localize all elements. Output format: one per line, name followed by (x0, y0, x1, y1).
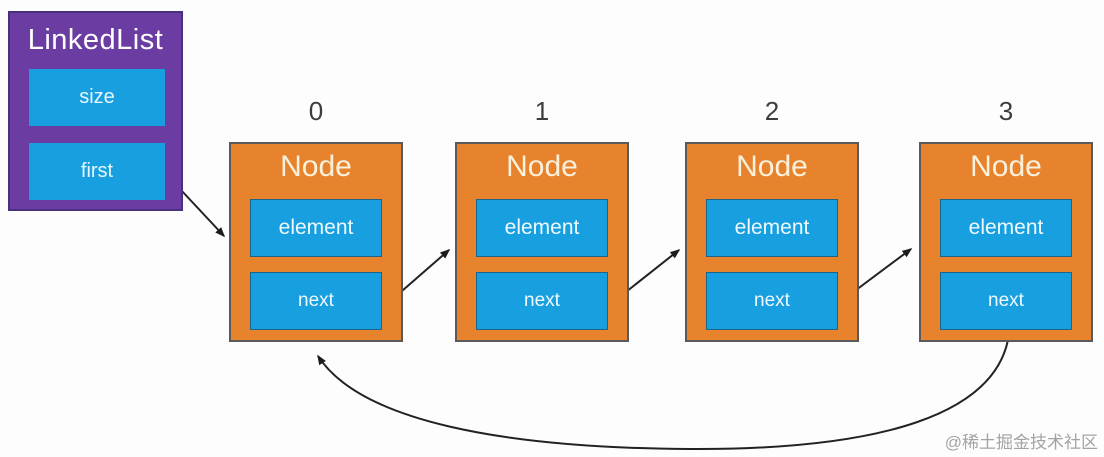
node-0-field-element: element (250, 199, 382, 257)
linkedlist-field-first: first (29, 143, 165, 200)
node-3-index: 3 (998, 96, 1014, 126)
node-1-title: Node (506, 150, 578, 183)
node-1-field-element: element (476, 199, 608, 257)
node-0-field-next: next (250, 272, 382, 330)
node-0-box: Node element next (229, 142, 403, 342)
node-0-title: Node (280, 150, 352, 183)
node-0-index: 0 (308, 96, 324, 126)
node-3-box: Node element next (919, 142, 1093, 342)
node-2-field-next: next (706, 272, 838, 330)
linkedlist-title: LinkedList (27, 24, 164, 56)
node-1-index: 1 (534, 96, 550, 126)
node-1-field-next: next (476, 272, 608, 330)
linkedlist-box: LinkedList size first (8, 11, 183, 211)
node-1-box: Node element next (455, 142, 629, 342)
arrow-node3-next-to-node0 (317, 333, 1010, 451)
node-3-title: Node (970, 150, 1042, 183)
linkedlist-field-size: size (29, 69, 165, 126)
node-2-title: Node (736, 150, 808, 183)
watermark-text: @稀土掘金技术社区 (944, 433, 1098, 452)
node-2-index: 2 (764, 96, 780, 126)
node-2-box: Node element next (685, 142, 859, 342)
node-2-field-element: element (706, 199, 838, 257)
node-3-field-next: next (940, 272, 1072, 330)
node-3-field-element: element (940, 199, 1072, 257)
